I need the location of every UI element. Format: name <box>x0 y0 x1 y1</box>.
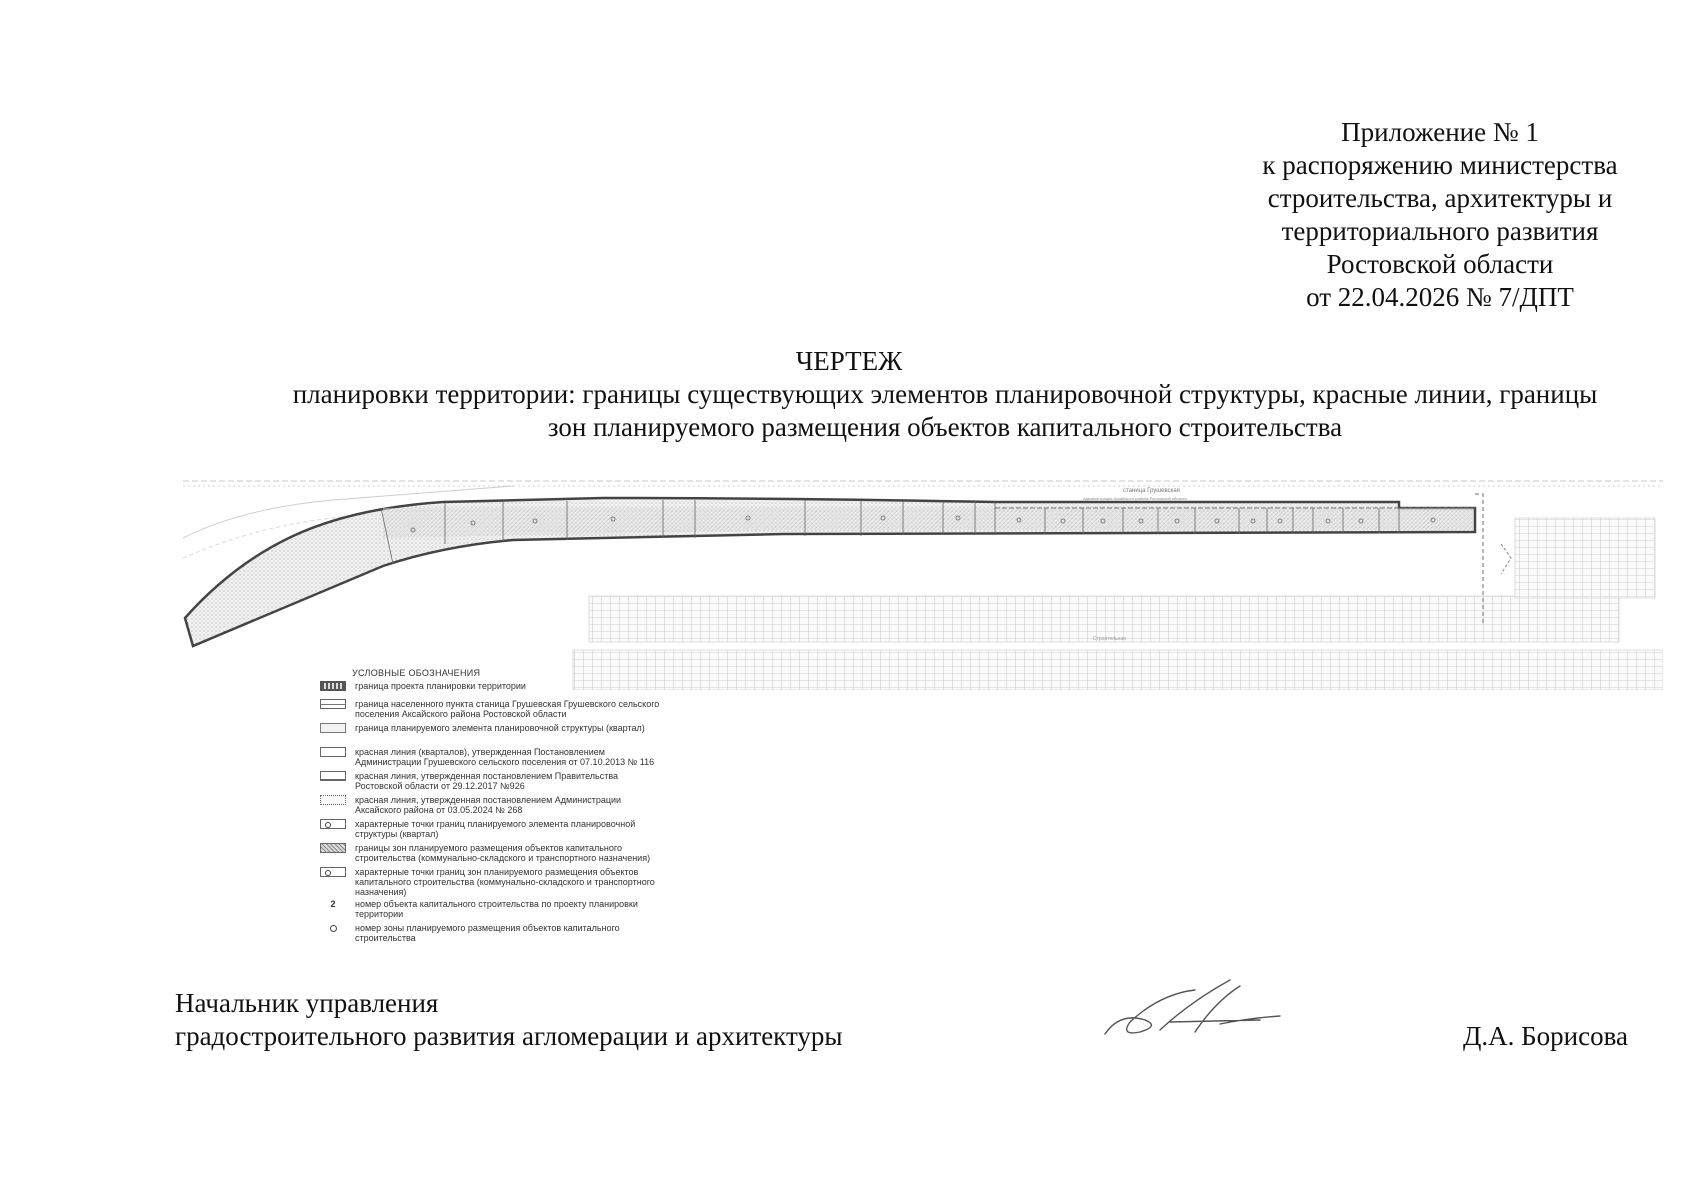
legend-item-text: границы зон планируемого размещения объе… <box>355 843 651 863</box>
legend-item: граница планируемого элемента планировоч… <box>320 723 665 733</box>
legend-item: граница проекта планировки территории <box>320 681 665 691</box>
element-points-symbol <box>320 819 346 829</box>
zone-boundary-strip <box>383 508 1473 538</box>
east-boundary-detail <box>1500 543 1512 575</box>
legend-item-text: номер зоны планируемого размещения объек… <box>355 923 620 943</box>
zone-points-symbol <box>320 867 346 877</box>
legend-item: границы зон планируемого размещения объе… <box>320 843 665 863</box>
subtitle-line-1: планировки территории: границы существую… <box>292 379 1598 409</box>
legend-item-text: характерные точки границ зон планируемог… <box>355 867 655 897</box>
legend-item-text: граница проекта планировки территории <box>355 681 526 691</box>
drawing-note-1: Администрация Аксайского района Ростовск… <box>1083 496 1187 501</box>
project-boundary-symbol <box>320 681 346 691</box>
appendix-line-3: строительства, архитектуры и <box>1267 183 1613 213</box>
legend-item-text: красная линия, утвержденная постановлени… <box>355 795 622 815</box>
legend-item-text: номер объекта капитального строительства… <box>355 899 638 919</box>
position-line-2: градостроительного развития агломерации … <box>175 1021 843 1051</box>
appendix-line-5: Ростовской области <box>1326 249 1554 279</box>
planning-drawing: станица Грушевская Администрация Аксайск… <box>183 480 1663 690</box>
legend-item: красная линия (кварталов), утвержденная … <box>320 747 665 767</box>
zone-number-symbol <box>320 923 346 933</box>
settlement-boundary-symbol <box>320 699 346 709</box>
residential-blocks-upper <box>588 595 1620 643</box>
background-curve-left-2 <box>183 515 354 559</box>
legend-item: красная линия, утвержденная постановлени… <box>320 771 665 791</box>
red-line-symbol <box>320 747 346 757</box>
legend-item: красная линия, утвержденная постановлени… <box>320 795 665 815</box>
drawing-note-2: Строительная <box>1093 636 1126 642</box>
legend-item-text: граница населенного пункта станица Груше… <box>355 699 660 719</box>
appendix-block: Приложение № 1 к распоряжению министерст… <box>1180 116 1698 314</box>
east-block <box>1514 517 1656 599</box>
element-boundary-symbol <box>320 723 346 733</box>
legend-item: характерные точки границ зон планируемог… <box>320 867 665 897</box>
legend-item-text: характерные точки границ планируемого эл… <box>355 819 636 839</box>
red-line-symbol <box>320 795 346 805</box>
legend-item: номер зоны планируемого размещения объек… <box>320 923 665 943</box>
legend-item-text: граница планируемого элемента планировоч… <box>355 723 645 733</box>
signatory-position: Начальник управления градостроительного … <box>175 987 843 1053</box>
appendix-line-2: к распоряжению министерства <box>1262 150 1618 180</box>
handwritten-signature <box>1104 979 1281 1035</box>
object-number-symbol: 2 <box>330 899 336 909</box>
legend-item-text: красная линия, утвержденная постановлени… <box>355 771 619 791</box>
red-line-symbol <box>320 771 346 781</box>
document-title: ЧЕРТЕЖ <box>795 346 903 376</box>
zone-number-markers <box>410 515 1436 533</box>
document-subtitle: планировки территории: границы существую… <box>230 378 1660 444</box>
appendix-line-1: Приложение № 1 <box>1341 117 1539 147</box>
position-line-1: Начальник управления <box>175 988 439 1018</box>
legend-item: 2 номер объекта капитального строительст… <box>320 899 665 919</box>
zone-boundary-symbol <box>320 843 346 853</box>
signatory-name: Д.А. Борисова <box>1463 1021 1628 1051</box>
background-curve-left <box>183 485 514 539</box>
appendix-line-6: от 22.04.2026 № 7/ДПТ <box>1306 282 1574 312</box>
legend-heading: УСЛОВНЫЕ ОБОЗНАЧЕНИЯ <box>352 668 481 678</box>
legend-item: граница населенного пункта станица Груше… <box>320 699 665 719</box>
residential-blocks-lower <box>572 649 1663 690</box>
settlement-label: станица Грушевская <box>1123 488 1180 494</box>
subtitle-line-2: зон планируемого размещения объектов кап… <box>547 412 1343 442</box>
appendix-line-4: территориального развития <box>1281 216 1599 246</box>
legend-item-text: красная линия (кварталов), утвержденная … <box>355 747 655 767</box>
quarter-dividers <box>380 500 1400 565</box>
east-boundary-dashed <box>1475 493 1484 623</box>
legend-item: характерные точки границ планируемого эл… <box>320 819 665 839</box>
